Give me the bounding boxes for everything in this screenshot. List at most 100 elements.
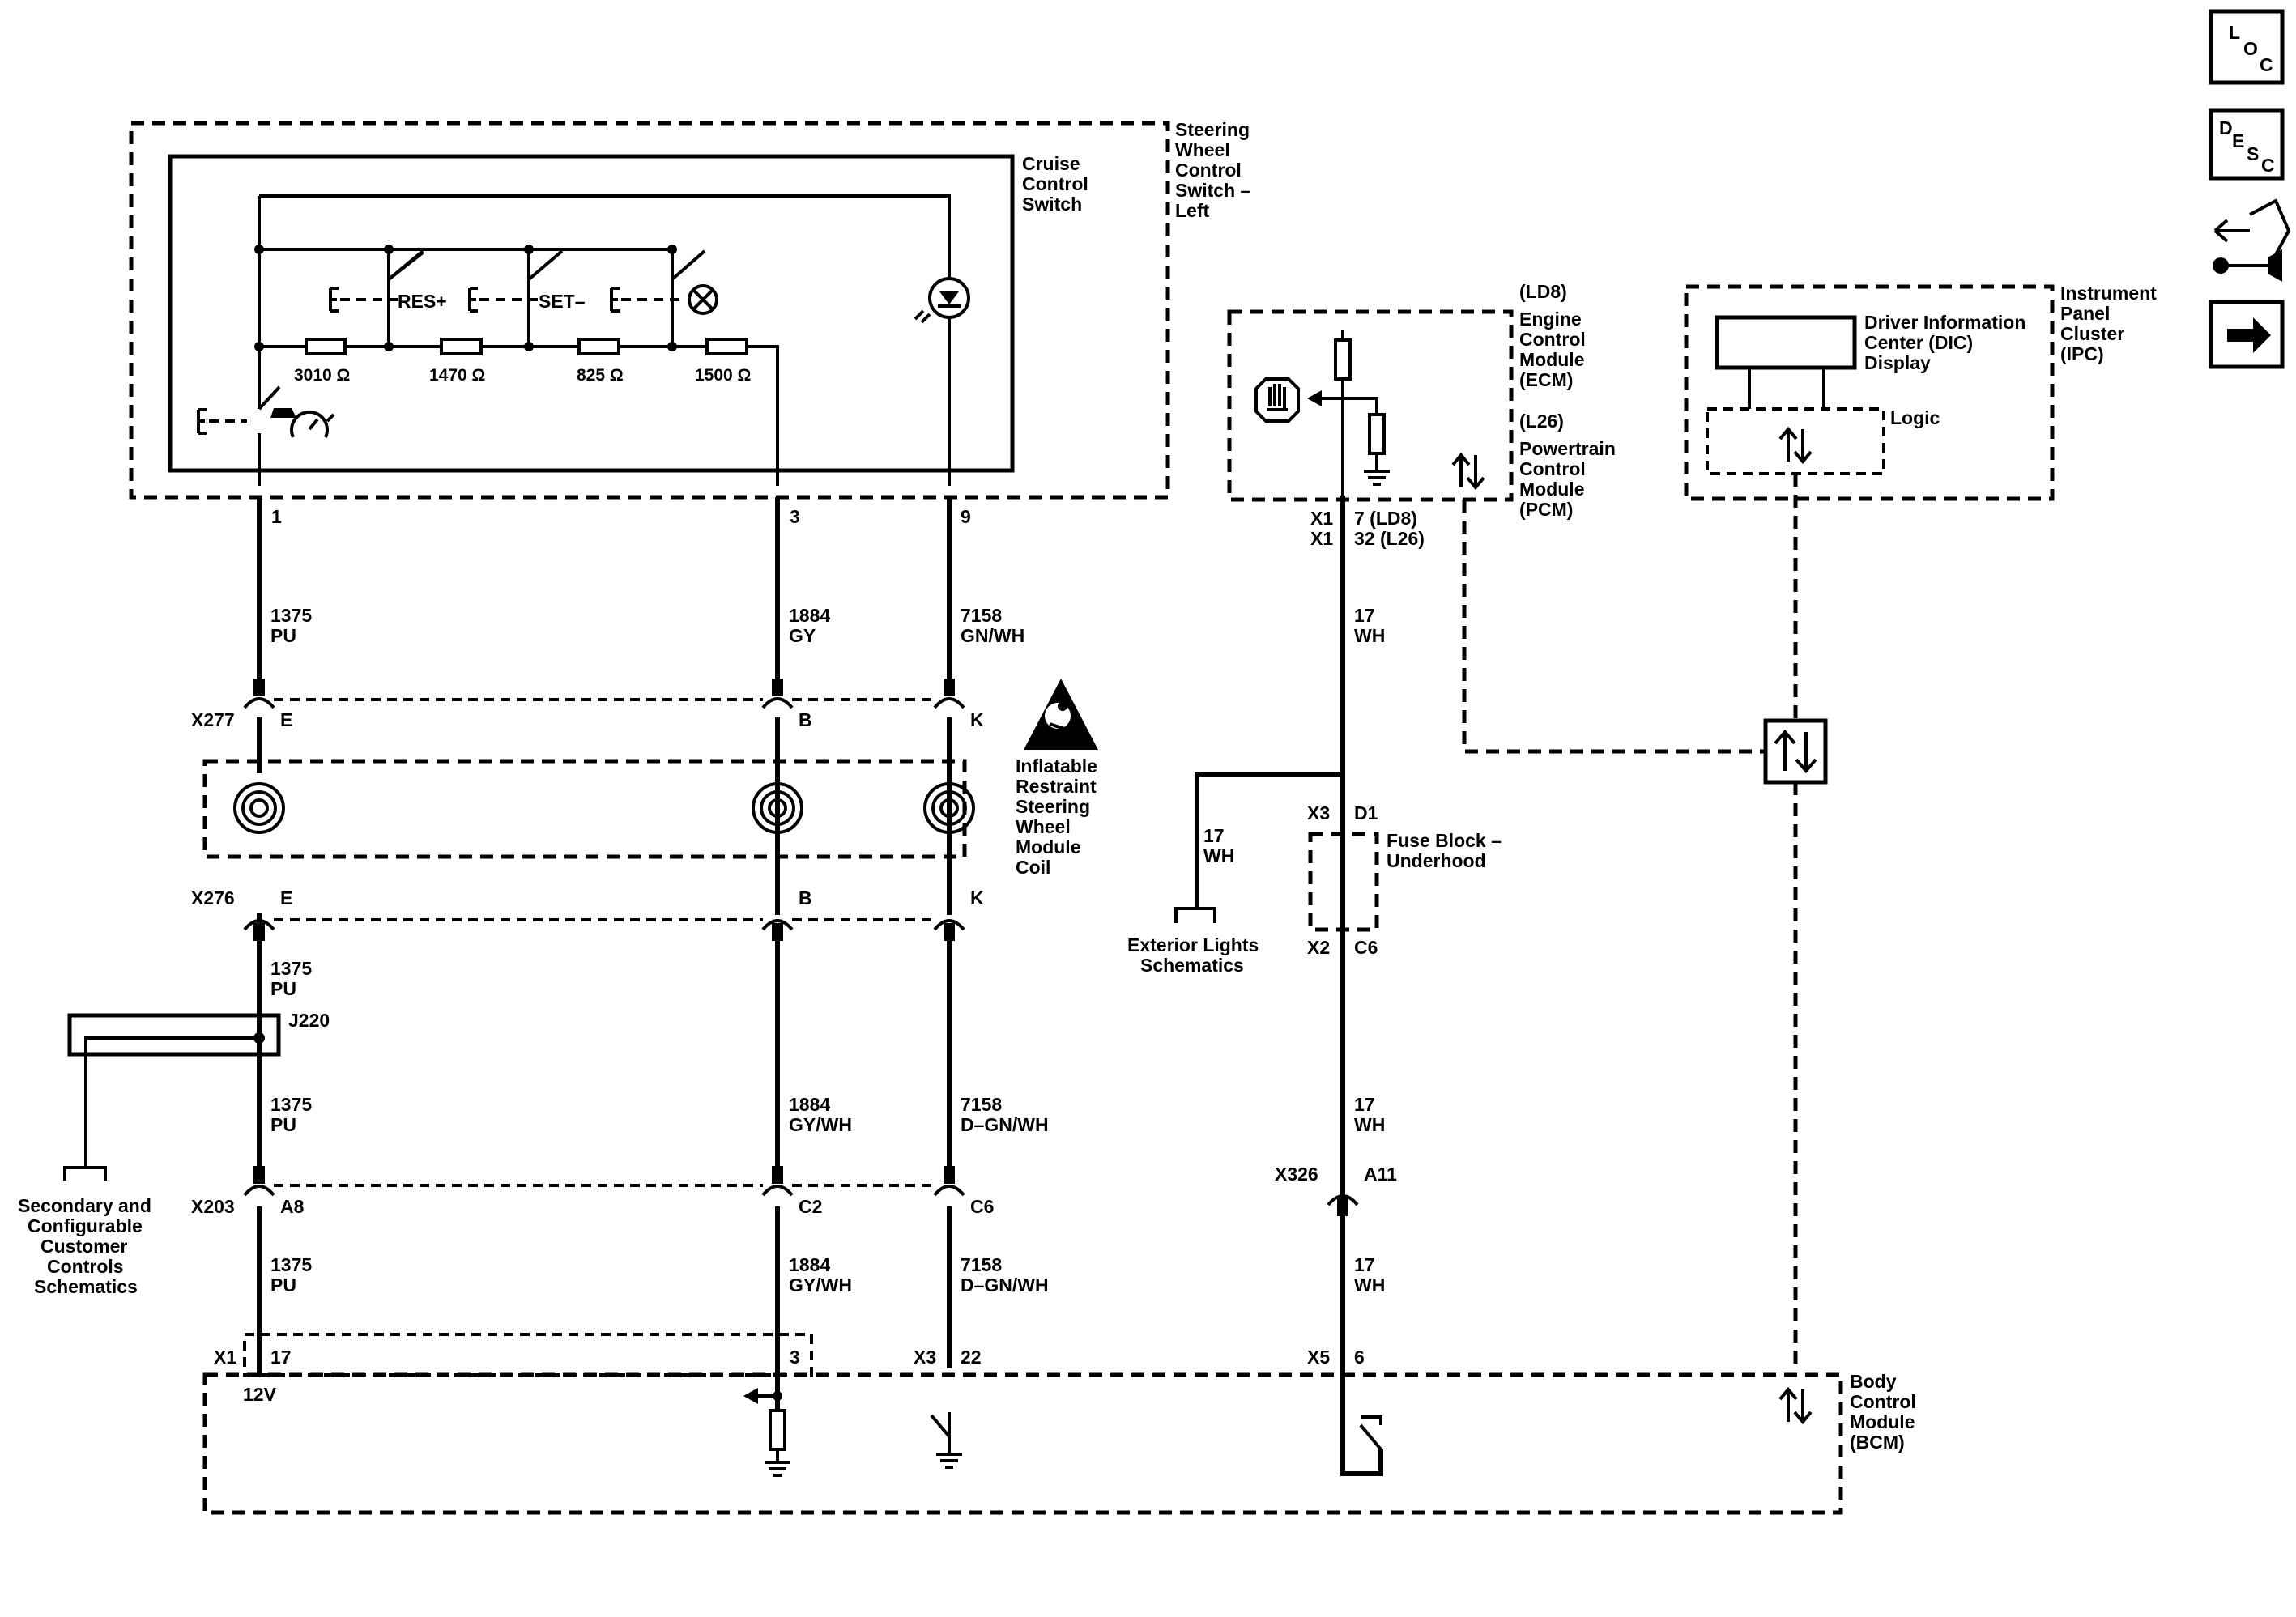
x203-pin-c6: C6	[970, 1196, 994, 1217]
stop-hand-icon	[1254, 377, 1300, 423]
fuse-block-label: Fuse Block – Underhood	[1387, 830, 1502, 871]
resistor-1500-label: 1500 Ω	[695, 366, 751, 385]
desc-button[interactable]: D E S C	[2209, 108, 2285, 181]
svg-text:7158: 7158	[961, 1254, 1002, 1275]
svg-text:1375: 1375	[270, 605, 312, 626]
svg-text:Control: Control	[1022, 173, 1088, 194]
logic-label: Logic	[1890, 407, 1940, 428]
bcm-box	[202, 1372, 1843, 1515]
x326-pin-a11: A11	[1364, 1164, 1397, 1185]
svg-text:Driver Information: Driver Information	[1864, 312, 2026, 333]
svg-text:(IPC): (IPC)	[2060, 343, 2104, 364]
svg-text:Module: Module	[1016, 836, 1081, 857]
coil-label: Inflatable Restraint Steering Wheel Modu…	[1016, 755, 1097, 878]
secondary-controls-label: Secondary and Configurable Customer Cont…	[18, 1195, 151, 1297]
resistor-825-label: 825 Ω	[577, 366, 624, 385]
cancel-x-icon	[688, 284, 718, 315]
svg-text:Steering: Steering	[1175, 119, 1250, 140]
svg-text:Restraint: Restraint	[1016, 776, 1097, 797]
svg-text:1375: 1375	[270, 958, 312, 979]
svg-text:Schematics: Schematics	[34, 1276, 138, 1297]
ecm-bidirectional-arrows-icon	[1451, 452, 1485, 491]
fuse-block-box	[1308, 832, 1379, 932]
led-illumination-icon	[914, 275, 970, 486]
svg-text:(L26): (L26)	[1519, 411, 1564, 432]
x277-pin-b: B	[799, 709, 812, 730]
connector-tool-button[interactable]	[2213, 198, 2291, 282]
svg-text:(PCM): (PCM)	[1519, 499, 1573, 520]
ecm-pin-l26: 32 (L26)	[1354, 528, 1425, 549]
bcm-pin-17: 17	[270, 1347, 292, 1368]
loc-button[interactable]: L O C	[2209, 9, 2285, 85]
bcm-pin-3: 3	[790, 1347, 800, 1368]
svg-text:Fuse Block –: Fuse Block –	[1387, 830, 1502, 851]
svg-text:D–GN/WH: D–GN/WH	[961, 1274, 1049, 1296]
svg-text:1884: 1884	[789, 605, 830, 626]
svg-text:(ECM): (ECM)	[1519, 369, 1573, 390]
svg-text:PU: PU	[270, 625, 296, 646]
svg-text:PU: PU	[270, 1274, 296, 1296]
gateway-arrows-icon	[1774, 729, 1817, 774]
ecm-pin-ld8: 7 (LD8)	[1354, 508, 1417, 529]
svg-text:Control: Control	[1519, 329, 1586, 350]
svg-text:D–GN/WH: D–GN/WH	[961, 1114, 1049, 1135]
steering-wheel-switch-box	[129, 121, 1170, 500]
svg-text:Exterior Lights: Exterior Lights	[1127, 934, 1259, 955]
svg-text:WH: WH	[1354, 1114, 1385, 1135]
bcm-x1-label: X1	[214, 1347, 236, 1368]
fuse-x3-label: X3	[1307, 802, 1330, 823]
arrow-right-icon	[2227, 317, 2271, 353]
svg-text:Steering: Steering	[1016, 796, 1090, 817]
svg-text:Module: Module	[1519, 349, 1585, 370]
set-switch	[468, 287, 543, 313]
svg-text:17: 17	[1354, 605, 1375, 626]
exterior-lights-label: Exterior Lights Schematics	[1127, 934, 1259, 976]
svg-text:17: 17	[1203, 825, 1225, 846]
x203-label: X203	[191, 1196, 235, 1217]
next-page-button[interactable]	[2209, 300, 2285, 369]
connector-x277	[243, 679, 965, 709]
x277-label: X277	[191, 709, 235, 730]
coil-box	[202, 759, 967, 859]
bcm-x3-label: X3	[914, 1347, 936, 1368]
sw-pin-3: 3	[790, 506, 800, 527]
cruise-switch-label: Cruise Control Switch	[1022, 153, 1088, 215]
bcm-label: Body Control Module (BCM)	[1850, 1371, 1916, 1453]
svg-text:Coil: Coil	[1016, 857, 1050, 878]
svg-text:Secondary and: Secondary and	[18, 1195, 151, 1216]
bcm-bidirectional-arrows-icon	[1778, 1386, 1813, 1425]
svg-text:(LD8): (LD8)	[1519, 281, 1567, 302]
svg-text:17: 17	[1354, 1094, 1375, 1115]
x277-pin-e: E	[280, 709, 292, 730]
svg-text:Instrument: Instrument	[2060, 283, 2157, 304]
svg-text:Display: Display	[1864, 352, 1931, 373]
j220-label: J220	[288, 1010, 330, 1031]
connector-x203	[243, 1166, 965, 1197]
svg-text:1375: 1375	[270, 1254, 312, 1275]
connector-x326	[1327, 1194, 1359, 1216]
svg-text:Wheel: Wheel	[1175, 139, 1230, 160]
clockspring-coil-icon-2	[752, 782, 803, 834]
bcm-x5-label: X5	[1307, 1347, 1330, 1368]
clockspring-coil-icon-3	[923, 782, 975, 834]
svg-text:Controls: Controls	[47, 1256, 124, 1277]
svg-text:Underhood: Underhood	[1387, 850, 1486, 871]
svg-text:(BCM): (BCM)	[1850, 1432, 1905, 1453]
svg-text:GY/WH: GY/WH	[789, 1114, 852, 1135]
bcm-pin-6: 6	[1354, 1347, 1365, 1368]
connector-x276	[243, 918, 965, 941]
dic-display-box	[1715, 315, 1857, 370]
cruise-switch-box	[168, 154, 1015, 473]
cancel-switch	[610, 287, 684, 313]
serial-data-gateway	[1763, 718, 1828, 785]
clockspring-coil-icon-1	[233, 782, 285, 834]
desc-letter-s: S	[2247, 143, 2259, 164]
